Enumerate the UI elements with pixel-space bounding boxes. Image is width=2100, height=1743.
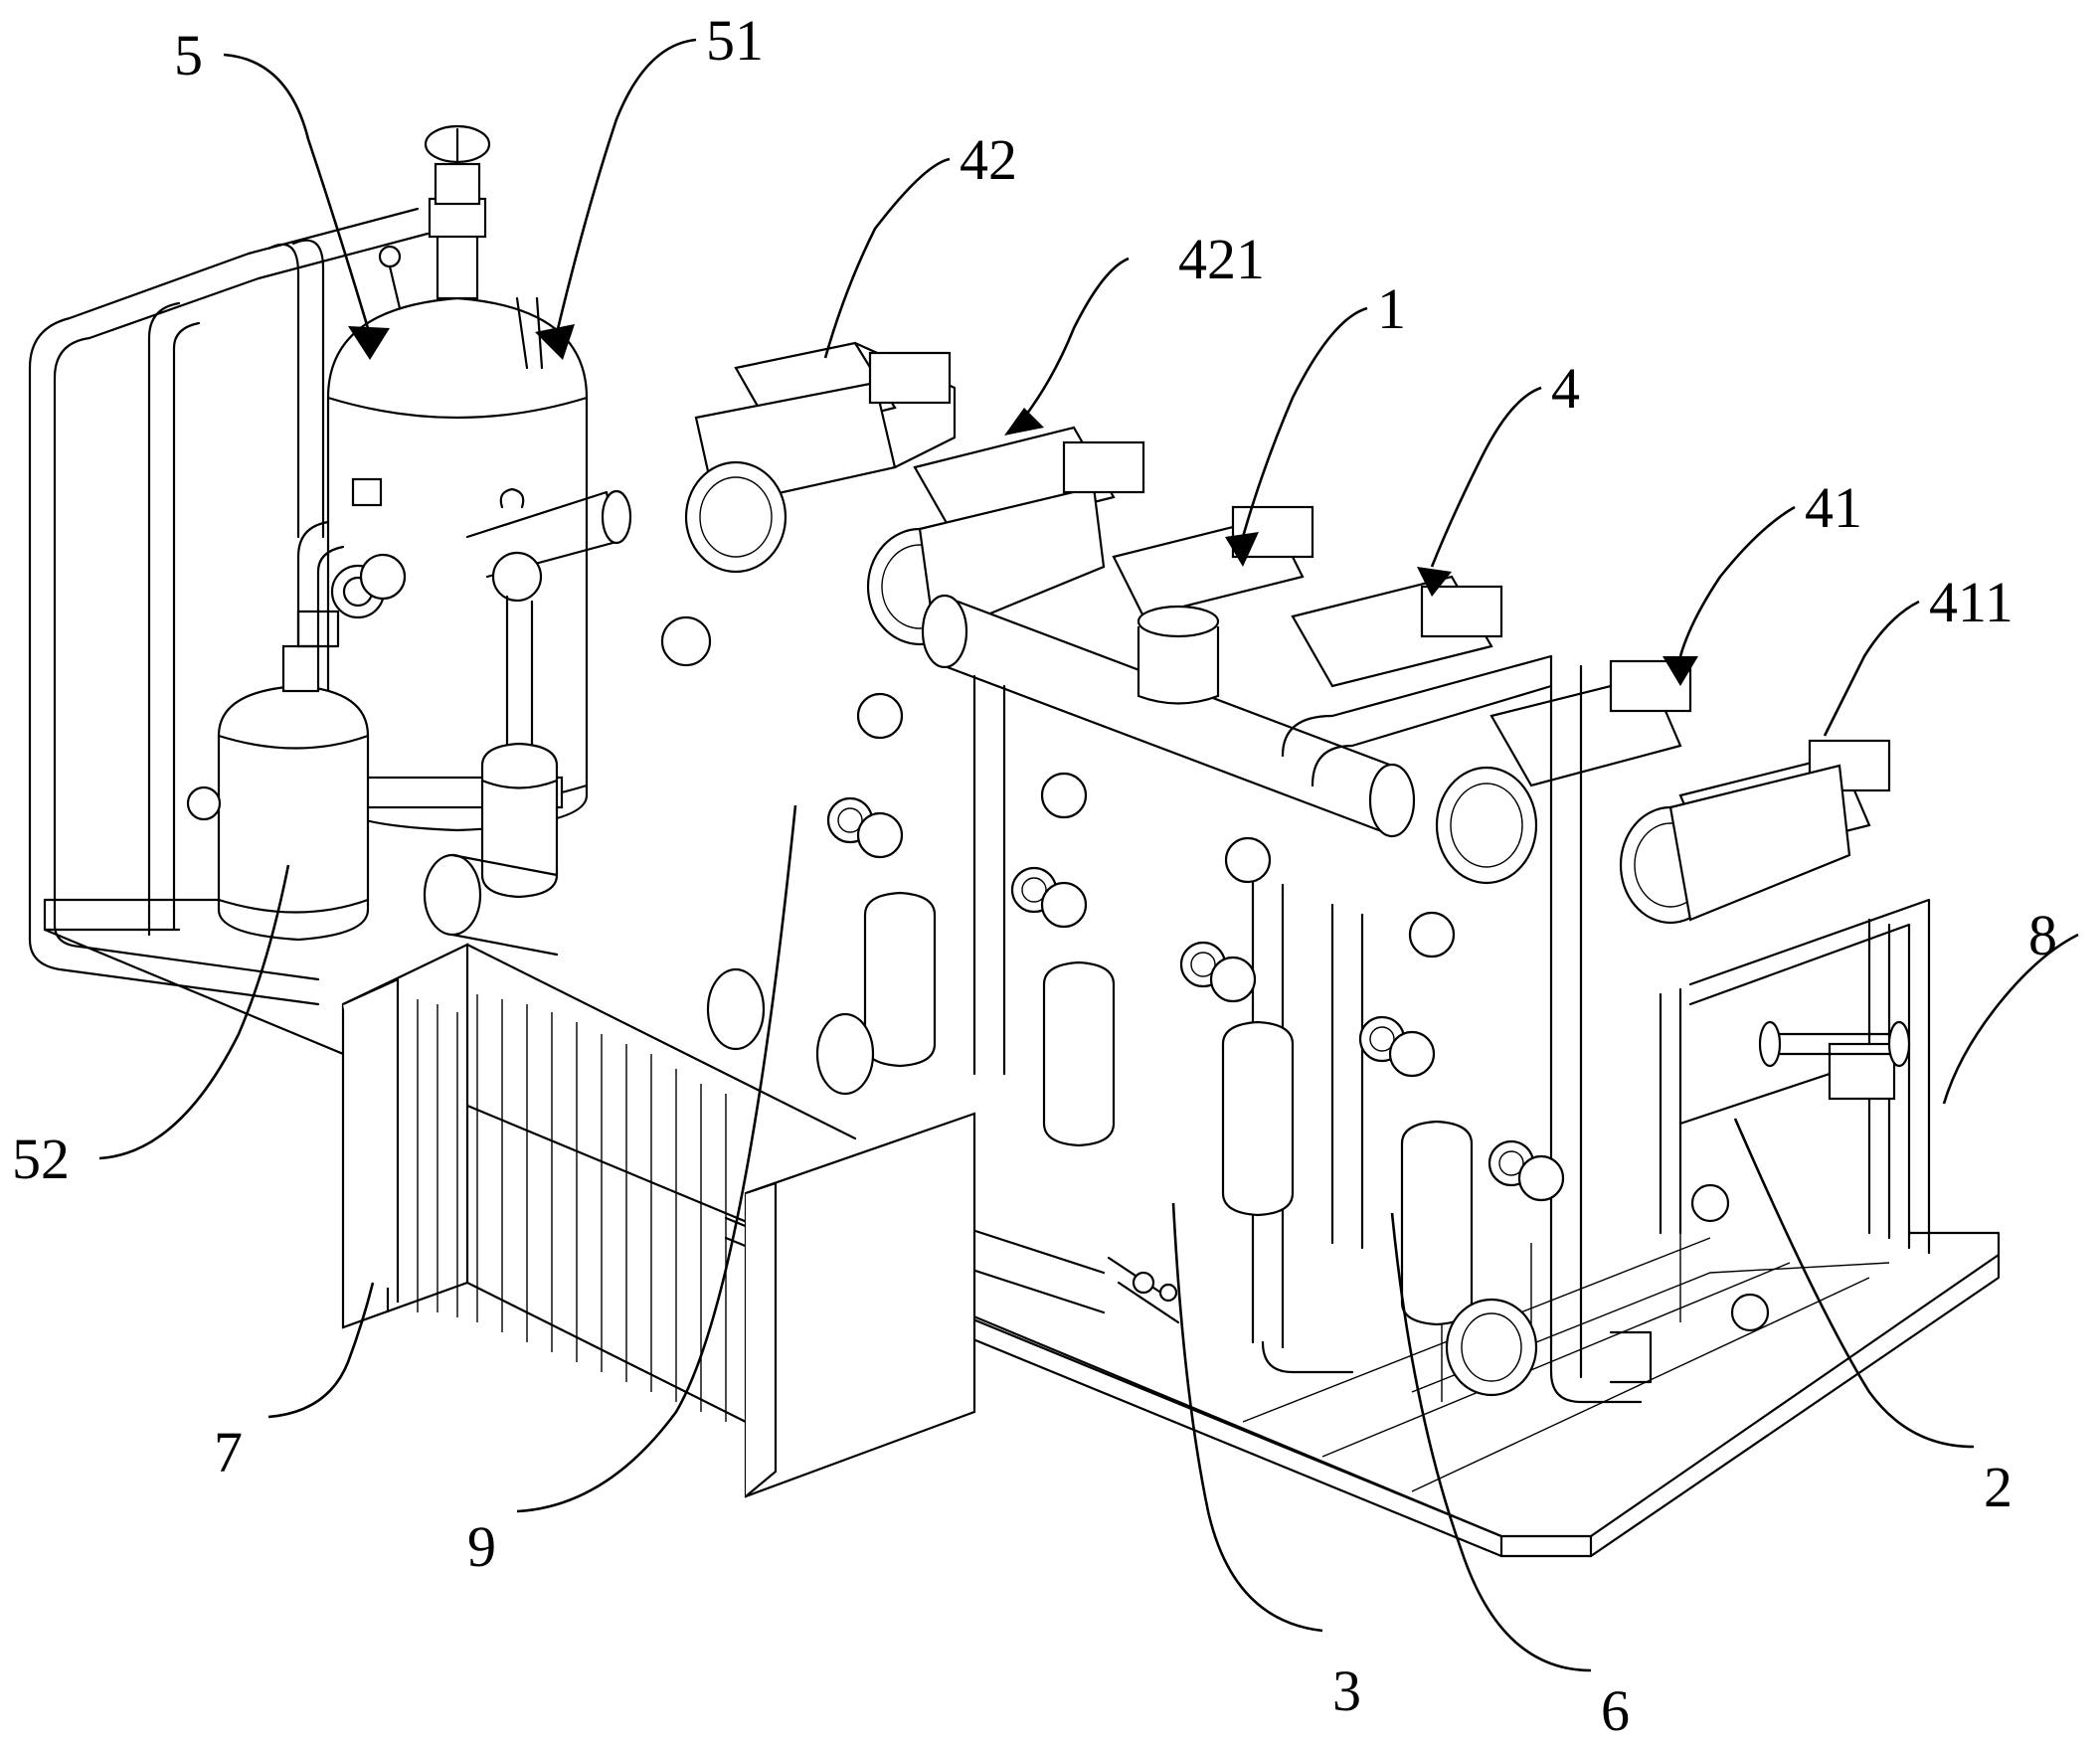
- lower-drums: [863, 891, 1474, 1326]
- callout-42: 42: [960, 127, 1017, 192]
- cooler-inlet-flanges: [423, 853, 875, 1096]
- callout-2: 2: [1984, 1455, 2012, 1519]
- callout-5: 5: [174, 23, 203, 87]
- callout-1: 1: [1377, 276, 1406, 341]
- callout-labels: 5 51 42 421 1 4 41 411 8 2 52 7 9 3 6: [12, 8, 2057, 1743]
- hand-valves: [660, 615, 1770, 1332]
- callout-6: 6: [1601, 1678, 1630, 1743]
- compressor-row: [684, 341, 1891, 925]
- callout-51: 51: [706, 8, 764, 73]
- plate-oil-cooler: [341, 943, 976, 1498]
- callout-3: 3: [1332, 1658, 1361, 1723]
- callout-7: 7: [214, 1420, 243, 1484]
- callout-411: 411: [1929, 570, 2013, 634]
- suction-header: [921, 594, 1416, 838]
- suction-loop-pipe: [28, 207, 430, 1006]
- discharge-loop-pipe: [1261, 1298, 1653, 1404]
- callout-52: 52: [12, 1127, 70, 1191]
- callout-8: 8: [2028, 903, 2057, 967]
- leader-lines: [98, 38, 2079, 1672]
- callout-4: 4: [1551, 356, 1580, 421]
- vessel-valve-cluster: [296, 487, 632, 758]
- callout-421: 421: [1178, 227, 1265, 291]
- callout-41: 41: [1805, 475, 1862, 540]
- callout-9: 9: [467, 1514, 496, 1579]
- oil-receiver-vessel: [186, 520, 370, 942]
- oil-separator-vessel: [326, 124, 589, 832]
- support-rack: [1659, 898, 1931, 1255]
